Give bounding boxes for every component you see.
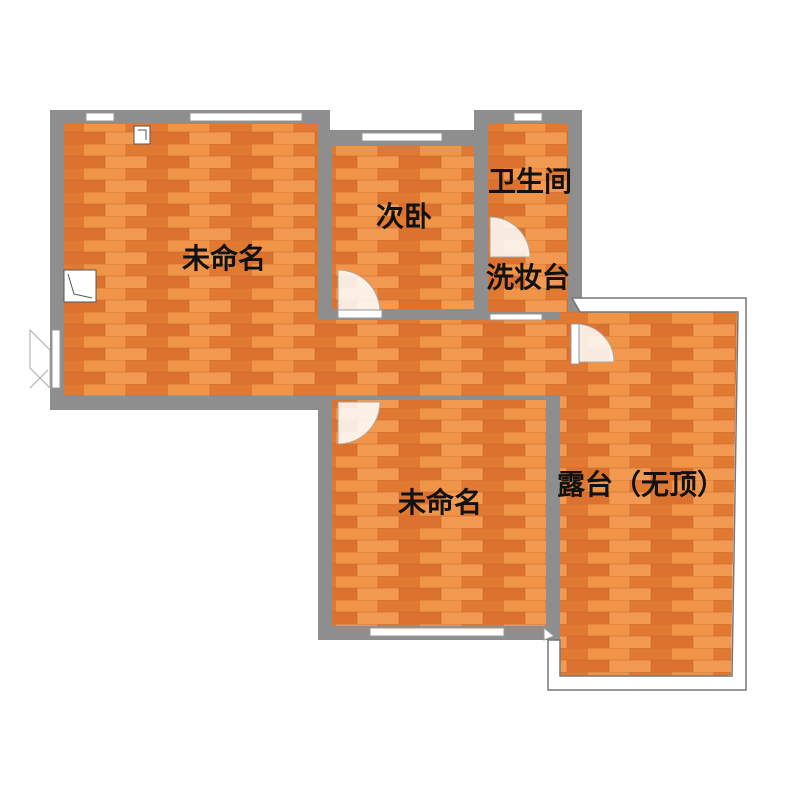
room-labels: 未命名 次卧 卫生间 洗妆台 未命名 露台（无顶） bbox=[182, 165, 725, 519]
terrace-floor-overlay bbox=[561, 313, 737, 675]
window-top-left-large bbox=[189, 112, 303, 122]
fixture-small-square bbox=[133, 125, 151, 145]
window-second-bedroom bbox=[361, 132, 443, 142]
window-bottom-room bbox=[369, 627, 505, 637]
door-bathroom[interactable] bbox=[489, 216, 531, 258]
label-vanity: 洗妆台 bbox=[486, 261, 570, 294]
floor-corridor bbox=[318, 320, 570, 396]
terrace-outline bbox=[547, 297, 747, 691]
window-left-wall bbox=[51, 329, 61, 389]
door-terrace[interactable] bbox=[575, 323, 615, 363]
fixture-corner-box bbox=[63, 269, 97, 303]
label-terrace: 露台（无顶） bbox=[557, 468, 725, 501]
door-bottom-room[interactable] bbox=[337, 401, 381, 445]
window-bathroom bbox=[513, 112, 543, 122]
label-living-top: 未命名 bbox=[182, 242, 266, 275]
label-bathroom: 卫生间 bbox=[488, 165, 572, 198]
doors bbox=[29, 216, 615, 641]
label-bottom-room: 未命名 bbox=[398, 486, 482, 519]
terrace-corner-mark bbox=[543, 626, 555, 641]
floor-living-top bbox=[64, 124, 318, 396]
fixtures bbox=[63, 125, 151, 303]
floor-bottom-room bbox=[332, 400, 546, 626]
label-second-bedroom: 次卧 bbox=[376, 200, 432, 233]
floor-vanity bbox=[488, 258, 568, 312]
door-entrance[interactable] bbox=[29, 328, 51, 390]
window-top-left-small bbox=[85, 112, 115, 122]
windows bbox=[51, 112, 543, 637]
door-second-bedroom[interactable] bbox=[337, 269, 381, 313]
